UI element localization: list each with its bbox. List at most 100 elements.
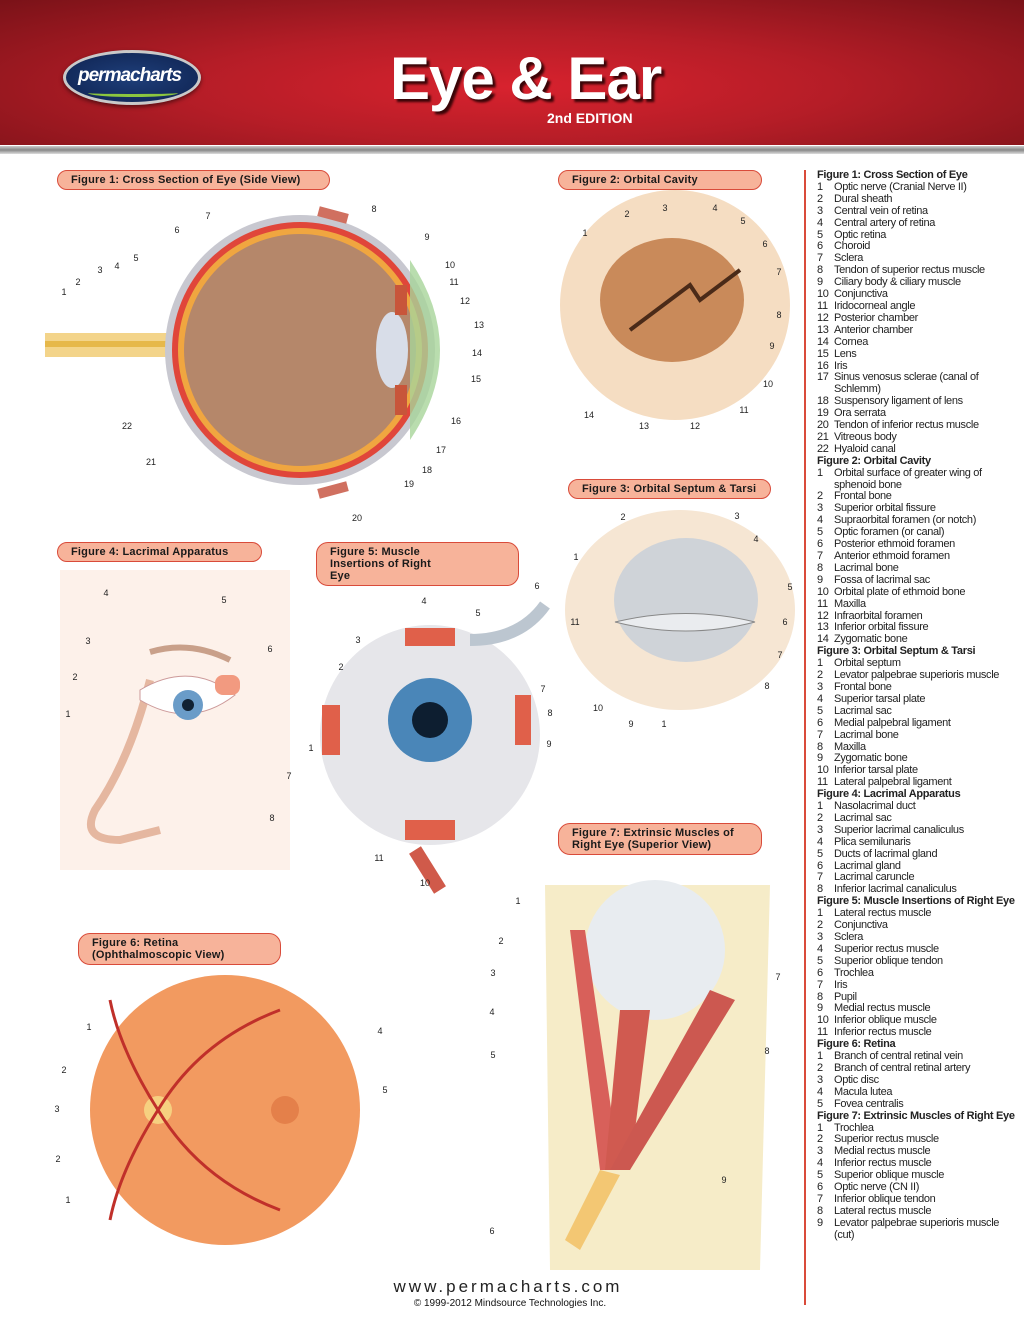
- legend-item-label: Superior orbital fissure: [834, 502, 936, 515]
- legend-item-label: Orbital septum: [834, 657, 901, 670]
- legend-section-title: Figure 2: Orbital Cavity: [817, 454, 931, 467]
- legend-item-label: Maxilla: [834, 597, 866, 610]
- legend-item-label: Dural sheath: [834, 192, 893, 205]
- legend-item-label: Anterior chamber: [834, 323, 913, 336]
- fig2-callout: 3: [662, 203, 668, 213]
- legend-item-number: 8: [817, 883, 823, 896]
- legend-item-label: Superior oblique muscle: [834, 1169, 944, 1182]
- fig6-callout: 4: [377, 1026, 383, 1036]
- legend-item-number: 1: [817, 657, 823, 670]
- fig6-callout: 1: [86, 1022, 92, 1032]
- fig5-callout: 5: [475, 608, 481, 618]
- legend-item-number: 13: [817, 621, 829, 634]
- fig3-callout: 10: [592, 703, 604, 713]
- legend-item-number: 10: [817, 1014, 829, 1027]
- fig1-callout: 11: [449, 277, 459, 287]
- legend-item-label: Trochlea: [834, 966, 874, 979]
- fig1-callout: 22: [121, 421, 133, 431]
- legend-item-label: Lacrimal caruncle: [834, 871, 915, 884]
- fig5-callout: 8: [547, 708, 553, 718]
- legend-item-number: 5: [817, 954, 823, 967]
- fig1-callout: 19: [403, 479, 415, 489]
- legend-item-number: 17: [817, 371, 829, 384]
- legend-section-title: Figure 6: Retina: [817, 1038, 896, 1051]
- legend-section-title: Figure 1: Cross Section of Eye: [817, 169, 968, 181]
- legend-item-number: 10: [817, 288, 829, 301]
- legend-item-label: Optic retina: [834, 228, 887, 241]
- legend-item-label: Conjunctiva: [834, 288, 888, 301]
- legend-item-label: Suspensory ligament of lens: [834, 395, 963, 408]
- legend-item-number: 4: [817, 942, 823, 955]
- legend-item-label: Superior lacrimal canaliculus: [834, 823, 964, 836]
- fig3-callout: 7: [777, 650, 783, 660]
- legend-item-number: 4: [817, 514, 823, 527]
- legend-item-number: 11: [817, 299, 828, 312]
- legend-item-label: Branch of central retinal artery: [834, 1061, 971, 1074]
- fig3-callout: 8: [764, 681, 770, 691]
- legend-item-number: 5: [817, 704, 823, 717]
- legend-item-label: Ciliary body & ciliary muscle: [834, 276, 961, 289]
- legend-item-label: Levator palpebrae superioris muscle (cut…: [834, 1216, 1000, 1241]
- legend-item-number: 10: [817, 764, 829, 777]
- fig1-callout: 5: [133, 253, 139, 263]
- legend-item-label: Lacrimal bone: [834, 561, 899, 574]
- legend-item-number: 6: [817, 1181, 823, 1194]
- legend-item-number: 3: [817, 1073, 823, 1086]
- legend-item-number: 9: [817, 1002, 823, 1015]
- fig5-callout: 11: [374, 853, 384, 863]
- fig3-callout: 1: [661, 719, 667, 729]
- footer-copyright: © 1999-2012 Mindsource Technologies Inc.: [413, 1298, 607, 1309]
- fig1-callout: 9: [424, 232, 430, 242]
- legend-item-number: 1: [817, 466, 823, 479]
- legend-item-label: Conjunctiva: [834, 919, 888, 932]
- footer-url[interactable]: www.permacharts.com: [393, 1277, 623, 1296]
- legend-item-number: 1: [817, 800, 823, 813]
- legend-item-label: Medial rectus muscle: [834, 1145, 931, 1158]
- fig3-callout: 4: [753, 534, 759, 544]
- legend-item-number: 8: [817, 264, 823, 277]
- legend-item-label: Lateral rectus muscle: [834, 907, 932, 920]
- fig3-callout: 2: [620, 512, 626, 522]
- fig7-callout: 8: [764, 1046, 770, 1056]
- fig4-callout: 2: [72, 672, 78, 682]
- legend-item-label: Anterior ethmoid foramen: [834, 550, 950, 562]
- fig1-callout: 1: [61, 287, 67, 297]
- legend-item-label: Branch of central retinal vein: [834, 1050, 963, 1063]
- legend-item-label: Lateral palpebral ligament: [834, 776, 952, 789]
- legend-item-label: Iris: [834, 978, 848, 991]
- legend-item-number: 2: [817, 669, 823, 682]
- legend-item-number: 8: [817, 1204, 823, 1217]
- fig7-callout: 3: [490, 968, 496, 978]
- fig1-callout: 4: [114, 261, 120, 271]
- fig1-callout: 16: [450, 416, 462, 426]
- legend-item-number: 5: [817, 228, 823, 241]
- legend-item-number: 5: [817, 847, 823, 860]
- fig4-callout: 5: [221, 595, 227, 605]
- fig3-callout: 11: [570, 617, 580, 627]
